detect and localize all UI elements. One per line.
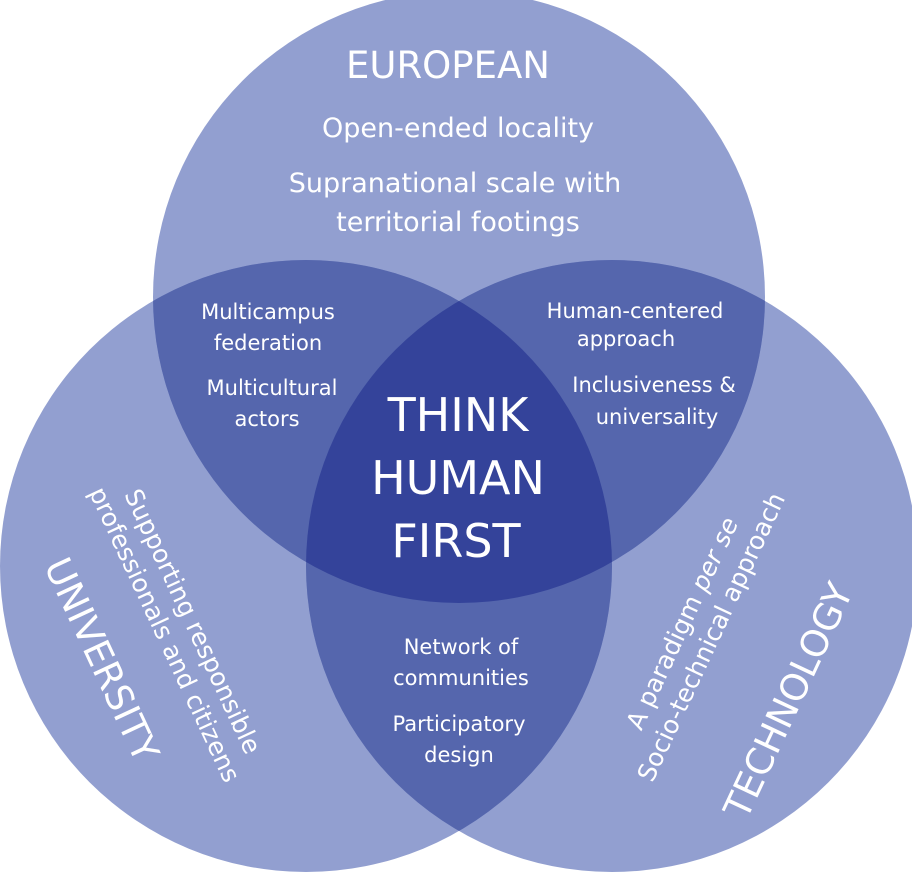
top-right-line-1: Human-centered xyxy=(547,299,724,323)
bottom-line-4: design xyxy=(424,743,494,767)
top-left-line-2: federation xyxy=(214,331,322,355)
top-right-line-4: universality xyxy=(596,405,719,429)
center-line-1: THINK xyxy=(387,388,531,442)
european-line-2: Supranational scale with xyxy=(289,168,621,199)
bottom-line-2: communities xyxy=(393,666,529,690)
top-left-line-1: Multicampus xyxy=(201,300,335,324)
center-line-3: FIRST xyxy=(391,514,521,568)
top-left-line-3: Multicultural xyxy=(207,376,338,400)
top-left-line-4: actors xyxy=(234,407,299,431)
european-title: EUROPEAN xyxy=(346,44,550,87)
bottom-line-1: Network of xyxy=(404,635,519,659)
overlap-center xyxy=(306,260,612,603)
european-line-3: territorial footings xyxy=(336,207,580,238)
bottom-line-3: Participatory xyxy=(392,712,525,736)
european-line-1: Open-ended locality xyxy=(322,113,594,144)
top-right-line-2: approach xyxy=(577,327,675,351)
center-line-2: HUMAN xyxy=(371,451,545,505)
top-right-line-3: Inclusiveness & xyxy=(572,373,735,397)
